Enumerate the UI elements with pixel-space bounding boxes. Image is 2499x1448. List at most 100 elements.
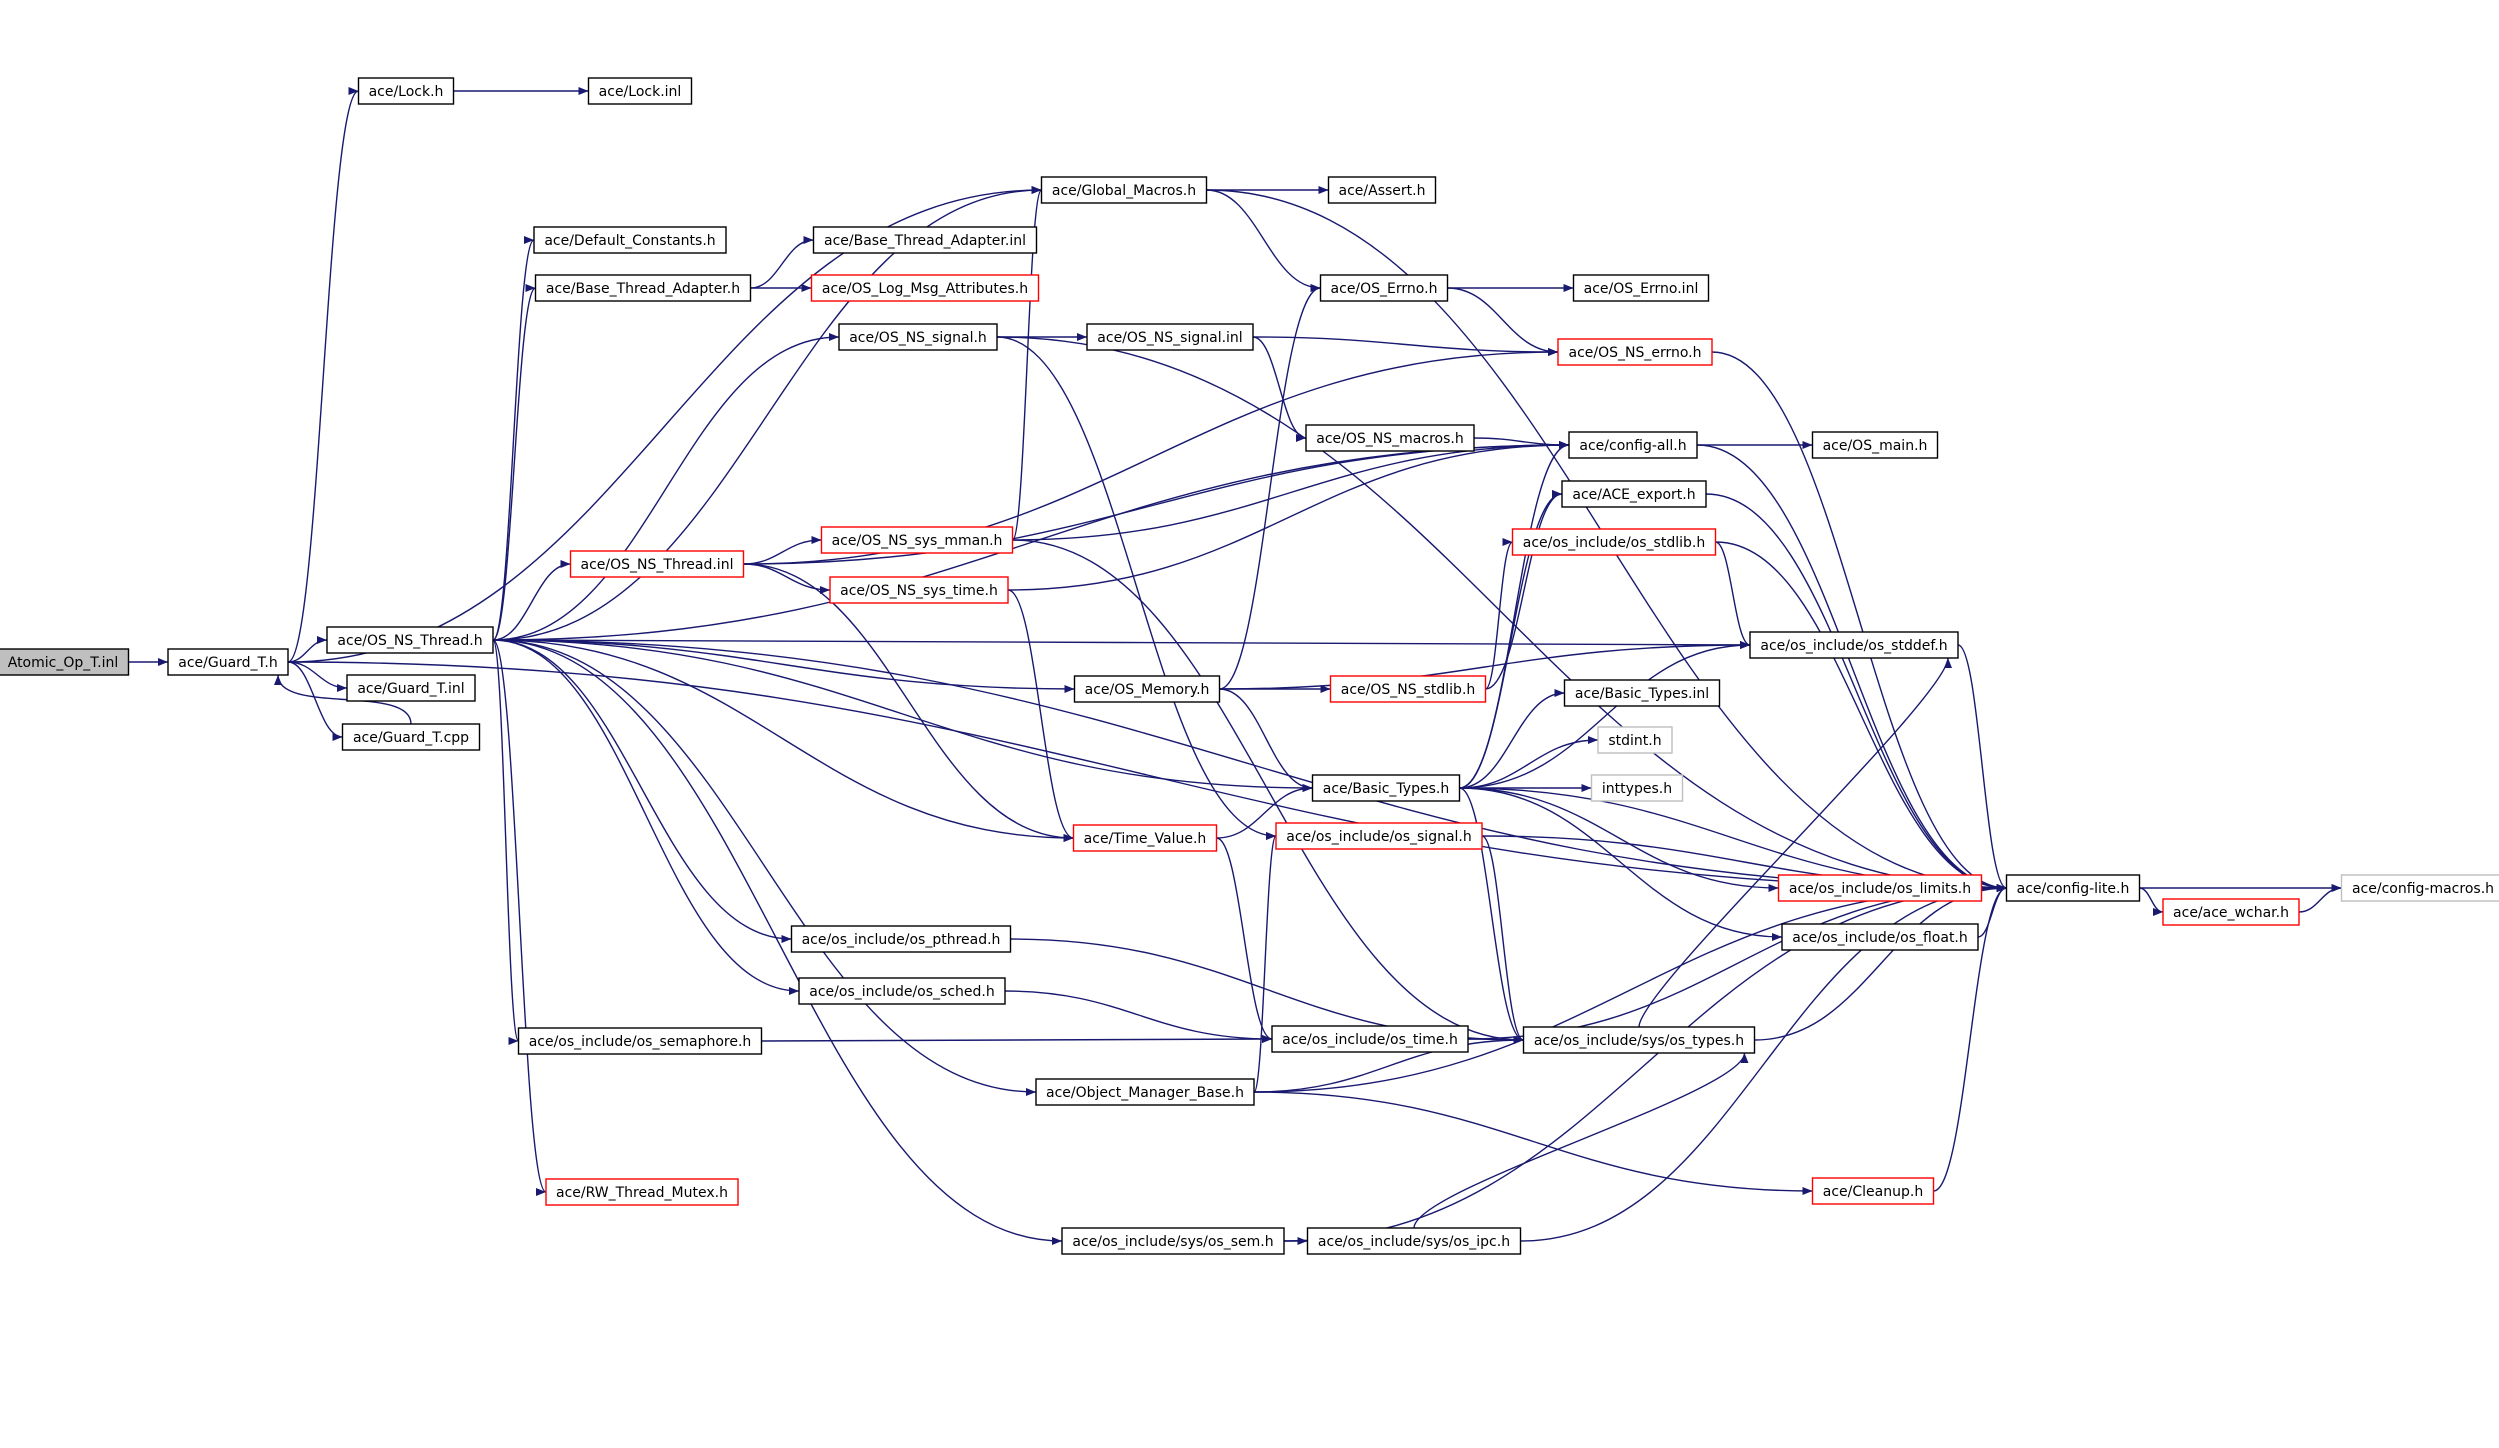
node-box <box>820 526 1014 554</box>
node-label: ace/OS_NS_errno.h <box>1568 345 1701 361</box>
node-sys-os-sem[interactable]: ace/os_include/sys/os_sem.h <box>1061 1227 1285 1255</box>
node-os-ns-errno[interactable]: ace/OS_NS_errno.h <box>1557 338 1713 366</box>
node-box <box>1319 274 1449 302</box>
edge-os-ns-thread-h-to-config-lite <box>492 639 2007 892</box>
node-os-sched[interactable]: ace/os_include/os_sched.h <box>798 977 1006 1005</box>
node-box <box>341 723 481 751</box>
edge-os-ns-thread-h-to-config-all <box>492 441 1570 641</box>
edge-os-ns-sys-time-to-time-value <box>1007 589 1074 842</box>
node-label: ace/Global_Macros.h <box>1052 183 1196 199</box>
edge-os-ns-thread-h-to-os-ns-signal-h <box>492 333 840 641</box>
node-label: ace/os_include/os_stdlib.h <box>1523 535 1705 551</box>
node-global-macros[interactable]: ace/Global_Macros.h <box>1040 176 1208 204</box>
node-box <box>1511 528 1717 556</box>
node-label: ace/config-all.h <box>1579 438 1686 454</box>
node-label: ace/Cleanup.h <box>1823 1184 1923 1200</box>
node-box <box>1590 774 1684 802</box>
node-os-main[interactable]: ace/OS_main.h <box>1811 431 1939 459</box>
edge-config-lite-to-ace-wchar <box>2139 887 2164 916</box>
node-os-semaphore[interactable]: ace/os_include/os_semaphore.h <box>517 1027 763 1055</box>
node-cleanup[interactable]: ace/Cleanup.h <box>1811 1177 1935 1205</box>
edge-os-ns-signal-inl-to-os-ns-errno <box>1252 336 1559 356</box>
node-config-macros[interactable]: ace/config-macros.h <box>2340 874 2499 902</box>
node-bta-h[interactable]: ace/Base_Thread_Adapter.h <box>534 274 752 302</box>
node-log-msg-attr[interactable]: ace/OS_Log_Msg_Attributes.h <box>810 274 1040 302</box>
node-config-lite[interactable]: ace/config-lite.h <box>2005 874 2141 902</box>
node-os-ns-sys-time[interactable]: ace/OS_NS_sys_time.h <box>829 576 1009 604</box>
node-bta-inl[interactable]: ace/Base_Thread_Adapter.inl <box>812 226 1038 254</box>
node-label: ace/config-lite.h <box>2017 881 2130 897</box>
node-guard-h[interactable]: ace/Guard_T.h <box>167 648 289 676</box>
node-os-ns-sys-mman[interactable]: ace/OS_NS_sys_mman.h <box>820 526 1014 554</box>
node-box <box>534 274 752 302</box>
edge-sys-os-ipc-to-sys-os-types <box>1413 1052 1749 1229</box>
node-os-signal[interactable]: ace/os_include/os_signal.h <box>1275 822 1483 850</box>
node-os-time[interactable]: ace/os_include/os_time.h <box>1271 1025 1469 1053</box>
node-guard-cpp[interactable]: ace/Guard_T.cpp <box>341 723 481 751</box>
edge-os-ns-thread-h-to-os-pthread <box>492 639 792 943</box>
node-label: ace/Time_Value.h <box>1084 831 1207 847</box>
node-os-ns-stdlib[interactable]: ace/OS_NS_stdlib.h <box>1329 675 1487 703</box>
edge-os-ns-thread-h-to-default-constants <box>492 236 535 641</box>
node-box <box>1073 675 1221 703</box>
node-basic-types-inl[interactable]: ace/Basic_Types.inl <box>1563 679 1721 707</box>
node-time-value[interactable]: ace/Time_Value.h <box>1072 824 1218 852</box>
node-guard-inl[interactable]: ace/Guard_T.inl <box>346 674 476 702</box>
node-box <box>346 674 476 702</box>
edge-os-ns-sys-mman-to-global-macros <box>1011 186 1043 541</box>
node-rw-thread-mutex[interactable]: ace/RW_Thread_Mutex.h <box>545 1178 739 1206</box>
node-box <box>1072 824 1218 852</box>
node-os-stdlib-inc[interactable]: ace/os_include/os_stdlib.h <box>1511 528 1717 556</box>
node-root[interactable]: Atomic_Op_T.inl <box>0 648 130 676</box>
node-os-ns-signal-h[interactable]: ace/OS_NS_signal.h <box>838 323 998 351</box>
node-config-all[interactable]: ace/config-all.h <box>1568 431 1698 459</box>
node-box <box>1572 274 1710 302</box>
edge-basic-types-h-to-os-stddef <box>1459 641 1751 789</box>
node-box <box>1781 923 1979 951</box>
node-os-ns-thread-inl[interactable]: ace/OS_NS_Thread.inl <box>569 550 745 578</box>
node-stdint[interactable]: stdint.h <box>1597 726 1673 754</box>
node-object-manager-base[interactable]: ace/Object_Manager_Base.h <box>1035 1078 1255 1106</box>
edge-os-pthread-to-sys-os-types <box>1010 938 1524 1044</box>
node-label: ace/OS_NS_macros.h <box>1316 431 1463 447</box>
node-label: Atomic_Op_T.inl <box>8 655 119 671</box>
node-box <box>812 226 1038 254</box>
node-os-float[interactable]: ace/os_include/os_float.h <box>1781 923 1979 951</box>
node-ace-wchar[interactable]: ace/ace_wchar.h <box>2162 898 2300 926</box>
node-basic-types-h[interactable]: ace/Basic_Types.h <box>1311 774 1461 802</box>
node-os-limits[interactable]: ace/os_include/os_limits.h <box>1777 874 1983 902</box>
node-label: ace/os_include/sys/os_ipc.h <box>1318 1234 1510 1250</box>
node-label: ace/OS_NS_Thread.h <box>337 633 482 649</box>
node-label: ace/Lock.h <box>369 84 444 100</box>
node-lock-inl[interactable]: ace/Lock.inl <box>587 77 693 105</box>
node-label: ace/os_include/sys/os_sem.h <box>1072 1234 1273 1250</box>
edge-os-memory-to-os-errno-h <box>1219 284 1321 690</box>
edge-os-ns-thread-h-to-bta-h <box>492 284 537 641</box>
node-os-ns-thread-h[interactable]: ace/OS_NS_Thread.h <box>326 626 494 654</box>
node-os-stddef[interactable]: ace/os_include/os_stddef.h <box>1749 631 1959 659</box>
node-box <box>2162 898 2300 926</box>
node-os-memory[interactable]: ace/OS_Memory.h <box>1073 675 1221 703</box>
file-nodes: Atomic_Op_T.inl ace/Guard_T.h ace/Lock.h ac… <box>0 77 2499 1255</box>
node-os-ns-macros[interactable]: ace/OS_NS_macros.h <box>1305 424 1475 452</box>
node-os-ns-signal-inl[interactable]: ace/OS_NS_signal.inl <box>1086 323 1254 351</box>
edge-os-ns-signal-h-to-os-signal <box>996 336 1277 840</box>
node-sys-os-ipc[interactable]: ace/os_include/sys/os_ipc.h <box>1306 1227 1522 1255</box>
dependency-edges <box>128 87 2342 1245</box>
node-os-pthread[interactable]: ace/os_include/os_pthread.h <box>790 925 1012 953</box>
node-inttypes[interactable]: inttypes.h <box>1590 774 1684 802</box>
node-ace-export[interactable]: ace/ACE_export.h <box>1561 480 1707 508</box>
edge-basic-types-h-to-ace-export <box>1459 490 1563 789</box>
node-label: ace/OS_NS_signal.inl <box>1097 330 1242 346</box>
edge-os-ns-thread-h-to-time-value <box>492 639 1074 842</box>
node-assert-h[interactable]: ace/Assert.h <box>1327 176 1437 204</box>
node-label: ace/RW_Thread_Mutex.h <box>556 1185 728 1201</box>
node-os-errno-h[interactable]: ace/OS_Errno.h <box>1319 274 1449 302</box>
node-box <box>517 1027 763 1055</box>
node-sys-os-types[interactable]: ace/os_include/sys/os_types.h <box>1522 1026 1756 1054</box>
node-os-errno-inl[interactable]: ace/OS_Errno.inl <box>1572 274 1710 302</box>
node-default-constants[interactable]: ace/Default_Constants.h <box>533 226 727 254</box>
edge-os-ns-thread-inl-to-time-value <box>743 563 1074 842</box>
node-lock-h[interactable]: ace/Lock.h <box>357 77 455 105</box>
node-box <box>2340 874 2499 902</box>
